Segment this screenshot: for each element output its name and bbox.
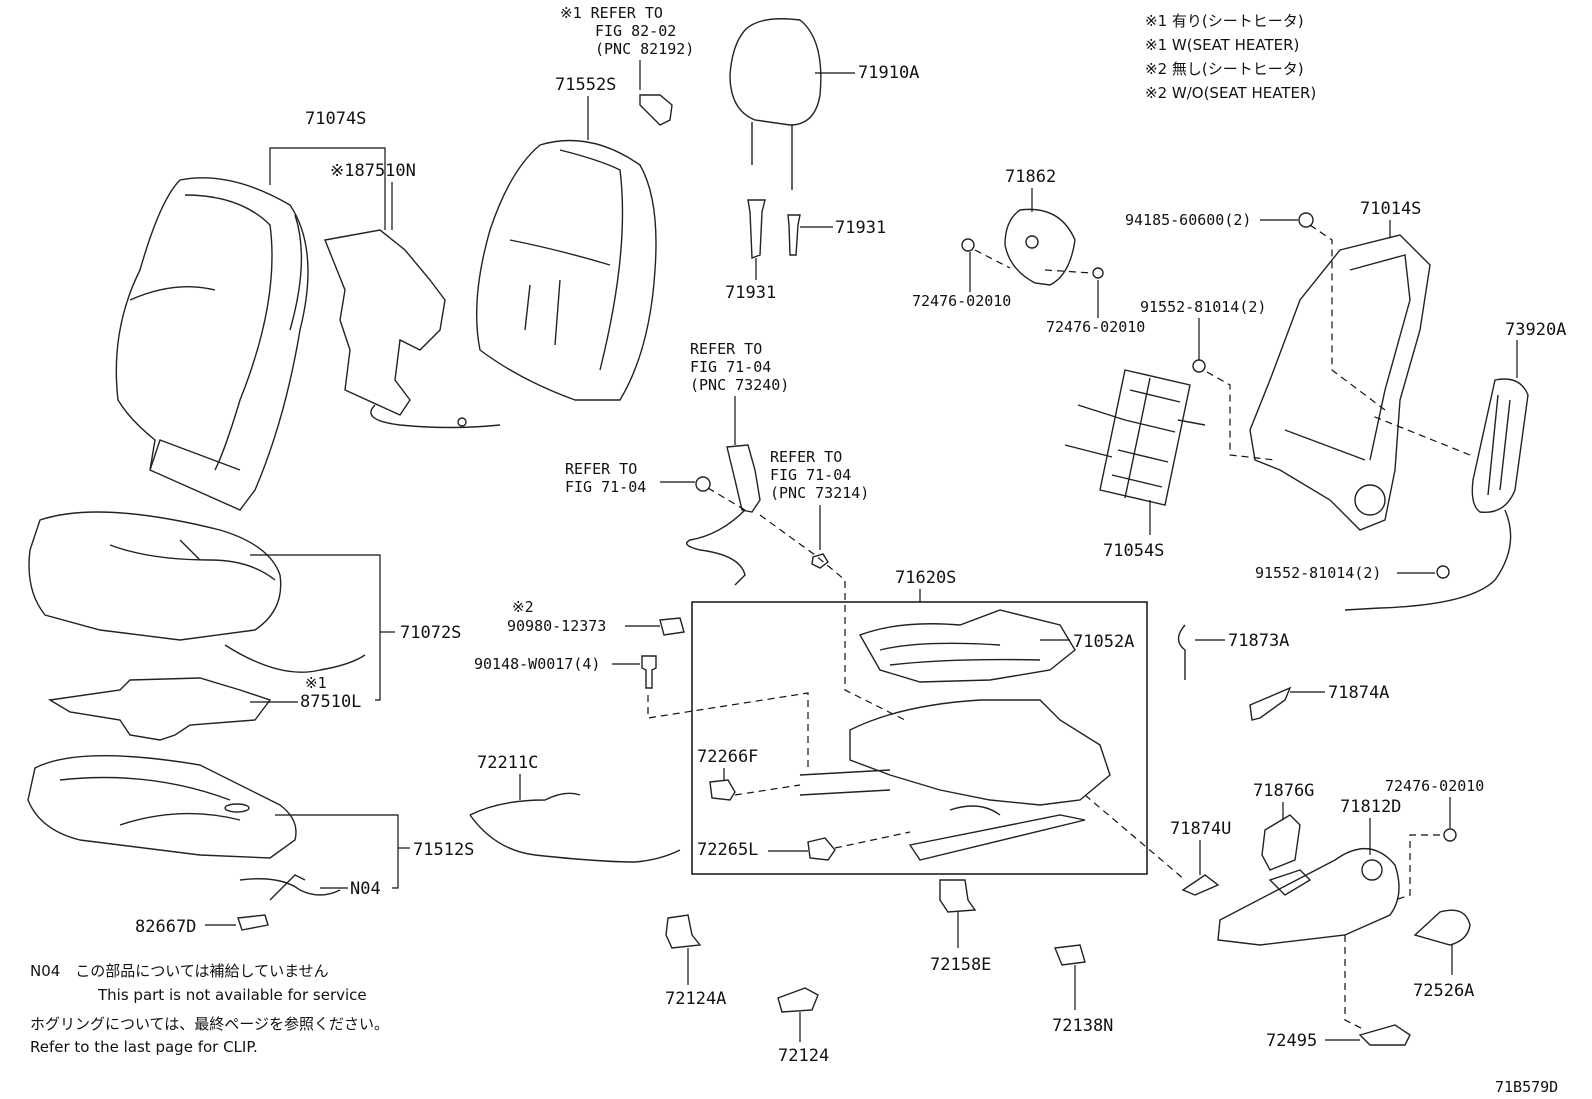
side-airbag-illustration bbox=[1344, 378, 1529, 611]
note-clip-jp: ホグリングについては、最終ページを参照ください。 bbox=[30, 1015, 389, 1033]
headrest-illustration bbox=[729, 18, 822, 190]
label-90980-mark: ※2 bbox=[512, 598, 534, 616]
label-72138N: 72138N bbox=[1052, 1016, 1113, 1036]
label-71874U: 71874U bbox=[1170, 819, 1231, 839]
label-73920A: 73920A bbox=[1505, 320, 1566, 340]
label-82667D: 82667D bbox=[135, 917, 196, 937]
label-72124: 72124 bbox=[778, 1046, 829, 1066]
legend-line-1: ※1 有り(シートヒータ) bbox=[1145, 12, 1304, 30]
label-72265L: 72265L bbox=[697, 840, 758, 860]
label-72526A: 72526A bbox=[1413, 981, 1474, 1001]
label-71552S: 71552S bbox=[555, 75, 616, 95]
seat-track-illustration bbox=[799, 699, 1111, 861]
seatback-spring-illustration bbox=[1064, 369, 1206, 506]
label-71620S: 71620S bbox=[895, 568, 956, 588]
label-71052A: 71052A bbox=[1073, 632, 1134, 652]
label-87510L-mark: ※1 bbox=[305, 674, 327, 692]
legend-line-4: ※2 W/O(SEAT HEATER) bbox=[1145, 84, 1316, 102]
label-71512S: 71512S bbox=[413, 840, 474, 860]
label-71812D: 71812D bbox=[1340, 797, 1401, 817]
ref-a-line1: REFER TO bbox=[690, 340, 762, 358]
label-72158E: 72158E bbox=[930, 955, 991, 975]
ref-c-line1: REFER TO bbox=[770, 448, 842, 466]
ref-c-line2: FIG 71-04 bbox=[770, 466, 851, 484]
label-72476-02010-a: 72476-02010 bbox=[912, 292, 1011, 310]
ref-a-line3: (PNC 73240) bbox=[690, 376, 789, 394]
label-71862: 71862 bbox=[1005, 167, 1056, 187]
ref-b-line2: FIG 71-04 bbox=[565, 478, 646, 496]
ref-fig-71-04-b: REFER TO FIG 71-04 bbox=[565, 460, 646, 496]
heater-mat-lower-illustration bbox=[47, 677, 272, 741]
harness-72211C-illustration bbox=[469, 792, 681, 863]
ref-b-line1: REFER TO bbox=[565, 460, 637, 478]
ref-seat-heater: ※1 REFER TO FIG 82-02 (PNC 82192) bbox=[560, 4, 694, 58]
label-71054S: 71054S bbox=[1103, 541, 1164, 561]
label-71873A: 71873A bbox=[1228, 631, 1289, 651]
label-71876G: 71876G bbox=[1253, 781, 1314, 801]
ref-seat-heater-line2: FIG 82-02 bbox=[595, 22, 676, 40]
label-72495: 72495 bbox=[1266, 1031, 1317, 1051]
side-shield-illustration bbox=[1217, 847, 1400, 946]
seatback-pad-illustration bbox=[475, 139, 657, 401]
figure-id: 71B579D bbox=[1495, 1078, 1558, 1096]
label-72476-02010-b: 72476-02010 bbox=[1046, 318, 1145, 336]
label-72266F: 72266F bbox=[697, 747, 758, 767]
label-71074S: 71074S bbox=[305, 109, 366, 129]
ref-seat-heater-line3: (PNC 82192) bbox=[595, 40, 694, 58]
seatback-frame-illustration bbox=[1249, 212, 1431, 531]
notes: N04 この部品については補給していません This part is not a… bbox=[30, 962, 389, 1056]
ref-a-line2: FIG 71-04 bbox=[690, 358, 771, 376]
label-71072S: 71072S bbox=[400, 623, 461, 643]
legend-line-3: ※2 無し(シートヒータ) bbox=[1145, 60, 1304, 78]
ref-fig-71-04-a: REFER TO FIG 71-04 (PNC 73240) bbox=[690, 340, 789, 394]
label-71910A: 71910A bbox=[858, 63, 919, 83]
label-N04: N04 bbox=[350, 879, 381, 899]
cushion-pad-illustration bbox=[27, 755, 297, 859]
cushion-spring-illustration bbox=[858, 609, 1076, 683]
note-n04-jp: N04 この部品については補給していません bbox=[30, 962, 329, 980]
label-91552-81014-lower: 91552-81014(2) bbox=[1255, 564, 1381, 582]
label-72476-02010-c: 72476-02010 bbox=[1385, 777, 1484, 795]
ref-fig-71-04-c: REFER TO FIG 71-04 (PNC 73214) bbox=[770, 448, 869, 502]
seatbelt-buckle-illustration bbox=[686, 444, 761, 586]
label-90980-12373: 90980-12373 bbox=[507, 617, 606, 635]
label-71874A: 71874A bbox=[1328, 683, 1389, 703]
recliner-cover-illustration bbox=[961, 208, 1104, 286]
ref-c-line3: (PNC 73214) bbox=[770, 484, 869, 502]
label-90148-W0017: 90148-W0017(4) bbox=[474, 655, 600, 673]
ref-seat-heater-line1: ※1 REFER TO bbox=[560, 4, 663, 22]
headrest-support-illustration bbox=[747, 199, 801, 259]
seat-cushion-illustration bbox=[28, 511, 366, 673]
label-87510L: 87510L bbox=[300, 692, 361, 712]
label-94185-60600: 94185-60600(2) bbox=[1125, 211, 1251, 229]
label-71014S: 71014S bbox=[1360, 199, 1421, 219]
heater-mat-upper-illustration bbox=[324, 229, 501, 429]
legend-line-2: ※1 W(SEAT HEATER) bbox=[1145, 36, 1299, 54]
seatback-cover-illustration bbox=[115, 177, 309, 511]
label-71931-right: 71931 bbox=[835, 218, 886, 238]
note-clip-en: Refer to the last page for CLIP. bbox=[30, 1038, 258, 1056]
label-71931-left: 71931 bbox=[725, 283, 776, 303]
label-87510N: ※187510N bbox=[330, 161, 416, 181]
legend: ※1 有り(シートヒータ) ※1 W(SEAT HEATER) ※2 無し(シー… bbox=[1145, 12, 1316, 102]
label-91552-81014-upper: 91552-81014(2) bbox=[1140, 298, 1266, 316]
note-n04-en: This part is not available for service bbox=[97, 986, 367, 1004]
label-72124A: 72124A bbox=[665, 989, 726, 1009]
label-72211C: 72211C bbox=[477, 753, 538, 773]
